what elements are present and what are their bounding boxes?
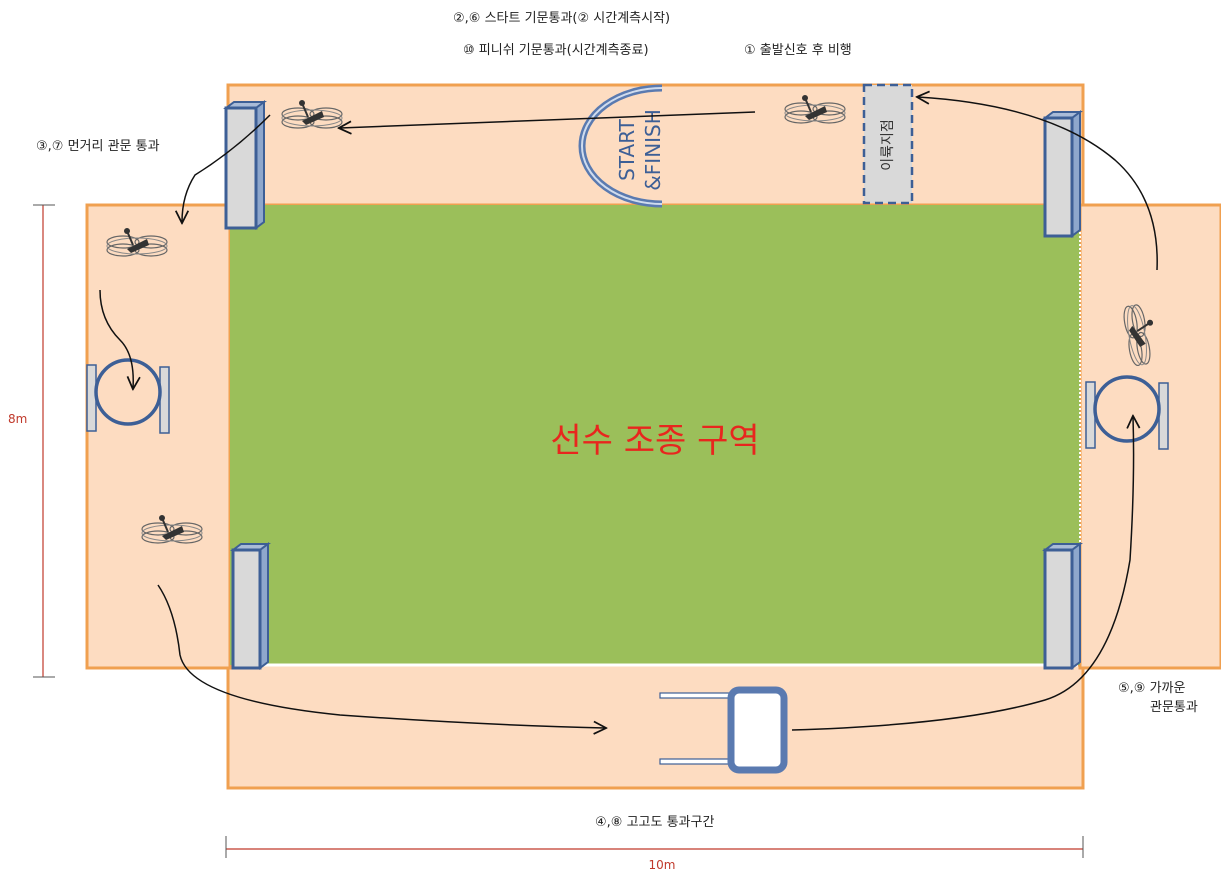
far-gate-label: ③,⑦ 먼거리 관문 통과 (36, 139, 160, 154)
pilot-zone (230, 205, 1080, 665)
gate-post-top-left (223, 100, 267, 230)
gate-post-bottom-right (1042, 542, 1083, 670)
high-section-label: ④,⑧ 고고도 통과구간 (595, 815, 715, 830)
takeoff-point (862, 83, 914, 205)
field-top (226, 83, 1085, 207)
height-dimension (33, 204, 55, 678)
start-gate-label: ②,⑥ 스타트 기문통과(② 시간계측시작) (453, 11, 671, 26)
high-altitude-gate (659, 686, 788, 774)
gate-post-top-right (1042, 110, 1083, 238)
arch-text-finish: &FINISH (641, 109, 665, 191)
finish-gate-label: ⑩ 피니쉬 기문통과(시간계측종료) (463, 43, 649, 58)
path-arrow-far-gate (182, 114, 271, 222)
gate-post-bottom-left (230, 542, 271, 670)
height-dimension-label: 8m (8, 412, 27, 426)
field-bottom (226, 663, 1085, 790)
path-arrow-near-gate (791, 417, 1134, 731)
width-dimension (225, 836, 1084, 858)
width-dimension-label: 10m (649, 858, 676, 871)
far-gate-hoop (86, 358, 170, 434)
path-arrow-takeoff (340, 111, 756, 128)
path-arrow-high-section (157, 584, 605, 728)
near-gate-label-line1: ⑤,⑨ 가까운 (1118, 681, 1186, 696)
takeoff-point-label: 이륙지점 (880, 119, 896, 171)
near-gate-hoop (1085, 375, 1169, 450)
pilot-zone-label: 선수 조종 구역 (550, 421, 759, 461)
takeoff-label: ① 출발신호 후 비행 (744, 43, 852, 58)
arch-text-start: START (615, 118, 639, 180)
field-left (85, 203, 232, 670)
near-gate-label-line2: 관문통과 (1150, 700, 1198, 715)
path-arrow-return (918, 97, 1158, 271)
field-right (1078, 203, 1221, 670)
path-arrow-left-down (99, 289, 133, 388)
